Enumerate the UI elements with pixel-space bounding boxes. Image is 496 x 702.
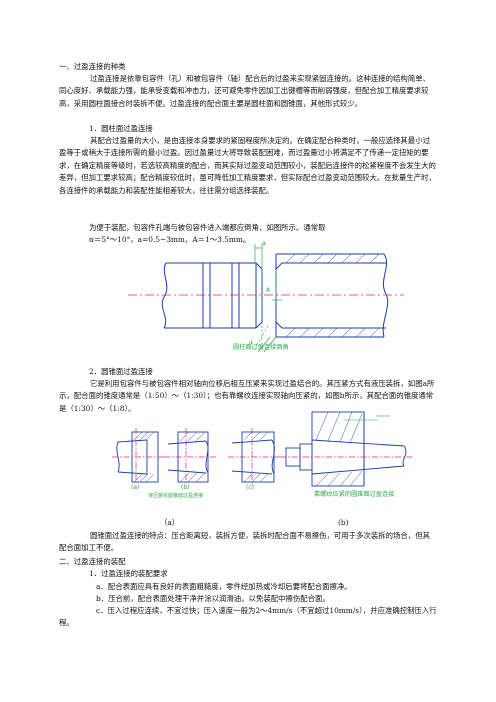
section-2-title: 二、过盈连接的装配	[59, 557, 126, 566]
section-1-title: 一、过盈连接的种类	[59, 62, 126, 71]
dim-label-A: A	[266, 287, 271, 294]
figure-2a-caption: 液压装拆圆锥面过盈连接	[148, 493, 204, 499]
figure-2b-caption: 靠螺纹压紧的圆锥面过盈连接	[314, 491, 395, 498]
sub-label-b: (b)	[181, 484, 190, 491]
dim-label-alpha: α	[249, 339, 253, 346]
chamfer-tip: 为便于装配，包容件孔端与被包容件进入端都应倒角，如图所示。通常取	[89, 223, 326, 232]
sub-label-a: (a)	[131, 484, 140, 491]
subsection-2-1-title: 1．过盈连接的装配要求	[89, 569, 168, 578]
subsection-1-1-title: 1．圆柱面过盈连接	[89, 124, 153, 133]
dim-label-a: a	[262, 240, 266, 247]
conical-features: 圆锥面过盈连接的特点：压合距离短，装拆方便，装拆时配合面不易擦伤，可用于多次装拆…	[59, 531, 430, 553]
section-1-intro: 过盈连接是依靠包容件（孔）和被包容件（轴）配合后的过盈来实现紧固连接的。这种连接…	[59, 74, 430, 108]
subsection-1-1-body: 其配合过盈量的大小，是由连接本身要求的紧固程度所决定的。在确定配合种类时，一般应…	[59, 136, 436, 195]
requirement-b: b．压合前，配合表面处理干净并涂以润滑油，以免装配中擦伤配合面。	[96, 594, 330, 603]
sub-label-c: (c)	[246, 484, 254, 491]
subsection-1-2-body: 它是利用包容件与被包容件相对轴向位移后相互压紧来实现过盈结合的。其压紧方式有液压…	[59, 379, 435, 413]
figure-label-a: （a）	[160, 518, 180, 527]
figure-label-b: (b)	[338, 518, 349, 527]
subsection-1-2-title: 2．圆锥面过盈连接	[89, 367, 153, 376]
chamfer-formula: α＝5°～10°，a=0.5~3mm，A＝1～3.5mm。	[89, 235, 251, 244]
requirement-c: c．压入过程应连续，不宜过快；压入速度一般为2～4mm/s（不宜超过10mm/s…	[59, 606, 437, 628]
requirement-a: a．配合表面应具有良好的表面粗糙度，零件经加热或冷却后要将配合面擦净。	[96, 582, 352, 591]
figure-1-caption: 圆柱面过盈连接倒角	[233, 344, 289, 351]
